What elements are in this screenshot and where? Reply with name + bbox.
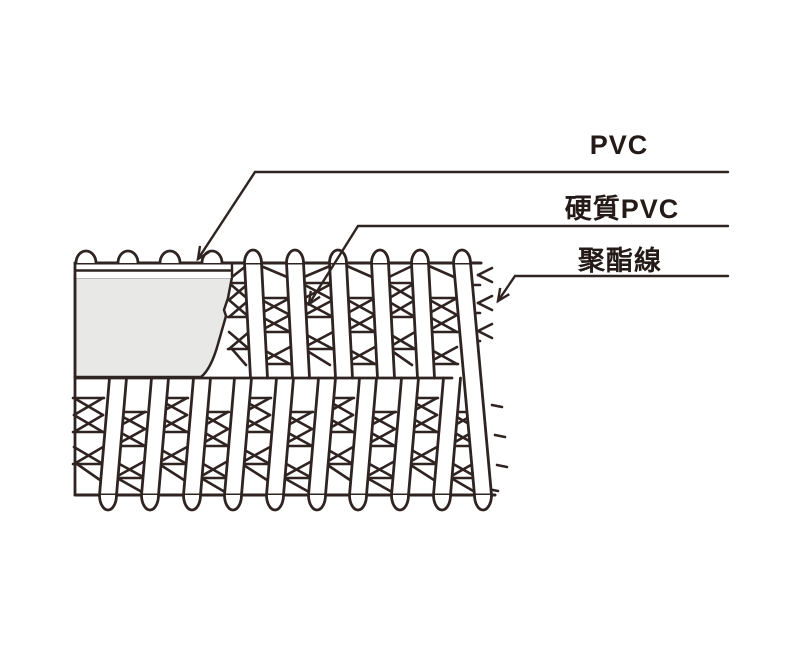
label-pvc: PVC: [589, 130, 649, 160]
rigid-pvc-leader-line: [307, 224, 730, 307]
polyester-leader-line: [496, 274, 730, 304]
label-polyester-thread: 聚酯線: [578, 246, 662, 276]
rigid-pvc-spiral-tubes: [98, 261, 493, 497]
pvc-leader-line: [196, 170, 730, 262]
outer-pvc-cutaway-layer: [73, 262, 234, 379]
spiral-coil-arcs: [74, 248, 493, 512]
callout-leader-lines: [196, 170, 730, 307]
label-rigid-pvc: 硬質PVC: [564, 194, 680, 224]
